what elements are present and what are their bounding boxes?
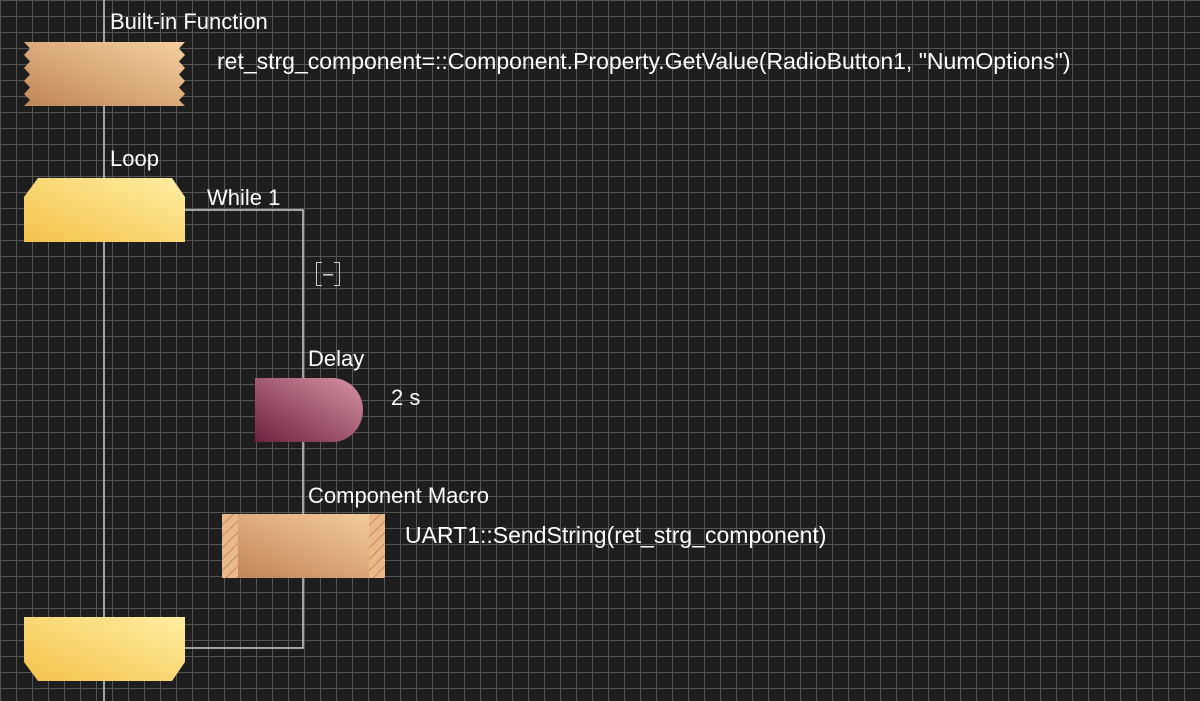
builtin-function-block[interactable]: [24, 42, 185, 106]
macro-left-hatch: [222, 514, 238, 578]
builtin-function-code: ret_strg_component=::Component.Property.…: [217, 48, 1071, 74]
loop-end-block[interactable]: [24, 617, 185, 681]
loop-collapse-toggle[interactable]: −: [314, 260, 342, 288]
component-macro-title: Component Macro: [308, 483, 489, 508]
macro-right-hatch: [369, 514, 385, 578]
collapse-minus-icon: −: [321, 262, 335, 286]
loop-condition: While 1: [207, 185, 281, 210]
delay-block[interactable]: [255, 378, 363, 442]
delay-value: 2 s: [391, 385, 421, 410]
builtin-function-title: Built-in Function: [110, 9, 268, 34]
loop-start-block[interactable]: [24, 178, 185, 242]
component-macro-block[interactable]: [222, 514, 385, 578]
component-macro-code: UART1::SendString(ret_strg_component): [405, 522, 827, 548]
loop-title: Loop: [110, 146, 159, 171]
delay-title: Delay: [308, 346, 365, 371]
